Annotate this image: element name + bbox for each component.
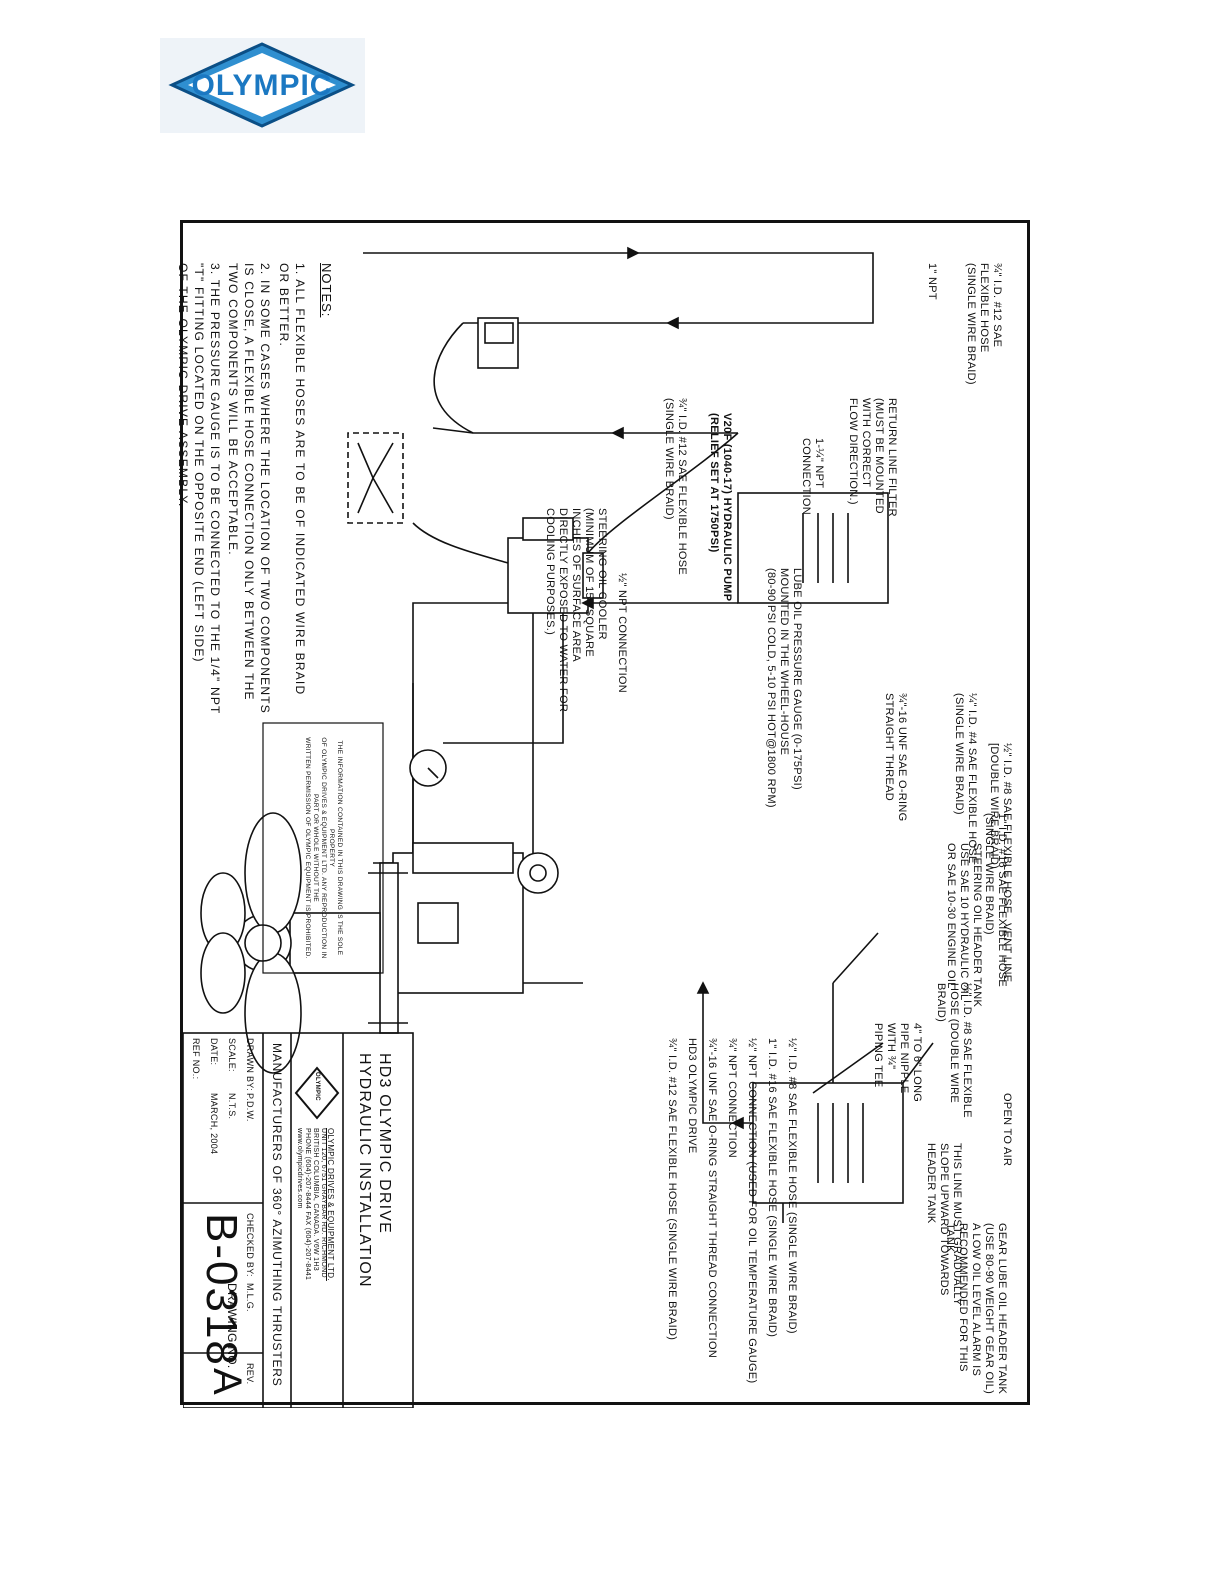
label-half-npt-connection: ½" NPT CONNECTION xyxy=(616,573,628,694)
scale-label: SCALE: xyxy=(227,1038,237,1072)
label-open-to-air: OPEN TO AIR xyxy=(1001,1093,1013,1167)
callout-3-4-npt: ¾" NPT CONNECTION xyxy=(726,1038,738,1159)
label-1in-npt: 1" NPT xyxy=(926,263,938,300)
drawn-by-label: DRAWN BY: xyxy=(245,1038,255,1091)
date-label: DATE: xyxy=(209,1038,219,1066)
label-return-filter: RETURN LINE FILTER (MUST BE MOUNTED WITH… xyxy=(847,398,898,517)
drawing-sheet: ¾" I.D. #12 SAE FLEXIBLE HOSE (SINGLE WI… xyxy=(176,220,1033,1408)
callout-unf-connection: ¾"-16 UNF SAE O-RING STRAIGHT THREAD CON… xyxy=(706,1038,718,1359)
title-line-1: HD3 OLYMPIC DRIVE xyxy=(376,1053,393,1235)
note-2: 2. IN SOME CASES WHERE THE LOCATION OF T… xyxy=(226,263,272,714)
label-lube-oil-gauge: LUBE OIL PRESSURE GAUGE (0-175PSI) MOUNT… xyxy=(765,568,803,808)
hydraulic-schematic xyxy=(183,246,934,1408)
ref-label: REF NO.: xyxy=(191,1038,201,1080)
notes-title: NOTES: xyxy=(319,263,334,318)
copyright-box xyxy=(262,722,384,974)
label-vent-line: VENT LINE xyxy=(1001,923,1013,983)
label-slope-note: THIS LINE MUST GRADUALLY SLOPE UPWARD TO… xyxy=(925,1143,963,1306)
olympic-logo: OLYMPIC xyxy=(160,38,365,133)
scale-value: N.T.S. xyxy=(227,1093,237,1120)
rev-value: A xyxy=(205,1368,249,1395)
return-line xyxy=(363,252,874,324)
label-hydraulic-pump: V20F (1040-17) HYDRAULIC PUMP (RELIEF SE… xyxy=(708,413,733,602)
logo-wordmark: OLYMPIC xyxy=(192,69,333,102)
label-1-25-npt: 1-¼" NPT CONNECTION xyxy=(800,438,825,515)
callout-temp-gauge-npt: ½" NPT CONNECTION (USED FOR OIL TEMPERAT… xyxy=(746,1038,758,1384)
tagline: MANUFACTURERS OF 360° AZIMUTHING THRUSTE… xyxy=(270,1043,284,1387)
callout-hd3-drive: HD3 OLYMPIC DRIVE xyxy=(686,1038,698,1154)
label-pump-hose: ¾" I.D. #12 SAE FLEXIBLE HOSE (SINGLE WI… xyxy=(663,398,688,576)
rotated-drawing: ¾" I.D. #12 SAE FLEXIBLE HOSE (SINGLE WI… xyxy=(176,223,1033,1408)
label-return-hose: ¾" I.D. #12 SAE FLEXIBLE HOSE (SINGLE WI… xyxy=(965,263,1003,385)
label-pipe-nipple: 4" TO 6" LONG PIPE NIPPLE WITH ¾" PIPING… xyxy=(872,1023,923,1103)
label-unf-fitting: ¾"-16 UNF SAE O-RING STRAIGHT THREAD xyxy=(883,693,908,822)
title-line-2: HYDRAULIC INSTALLATION xyxy=(356,1053,373,1288)
drawn-by: P.D.W. xyxy=(245,1093,255,1122)
callout-3-4-hose: ¾" I.D. #12 SAE FLEXIBLE HOSE (SINGLE WI… xyxy=(666,1038,678,1341)
title-block-logo-text: OLYMPIC xyxy=(314,1072,320,1101)
note-1: 1. ALL FLEXIBLE HOSES ARE TO BE OF INDIC… xyxy=(277,263,307,696)
callout-half-hose: ½" I.D. #8 SAE FLEXIBLE HOSE (SINGLE WIR… xyxy=(786,1038,798,1334)
company-address: UNIT 120, 6751 GRAYBAR RD. RICHMOND BRIT… xyxy=(296,1128,327,1281)
label-steering-oil-cooler: STEERING OIL COOLER (MINIMUM OF 150 SQUA… xyxy=(544,508,608,713)
copyright-notice: THE INFORMATION CONTAINED IN THIS DRAWIN… xyxy=(304,737,343,959)
steering-header-tank xyxy=(737,492,889,604)
callout-1in-hose: 1" I.D. #16 SAE FLEXIBLE HOSE (SINGLE WI… xyxy=(766,1038,778,1338)
note-3: 3. THE PRESSURE GAUGE IS TO BE CONNECTED… xyxy=(176,263,222,715)
steering-oil-cooler xyxy=(347,432,404,524)
title-block xyxy=(183,1032,414,1408)
drawing-number: B-0318 xyxy=(197,1213,246,1367)
label-quarter-hose: ¼" I.D. #4 SAE FLEXIBLE HOSE (SINGLE WIR… xyxy=(953,693,978,864)
label-half-hose-mid: ½" I.D. #8 SAE FLEXIBLE HOSE (DOUBLE WIR… xyxy=(935,983,973,1118)
date-value: MARCH, 2004 xyxy=(209,1093,219,1155)
